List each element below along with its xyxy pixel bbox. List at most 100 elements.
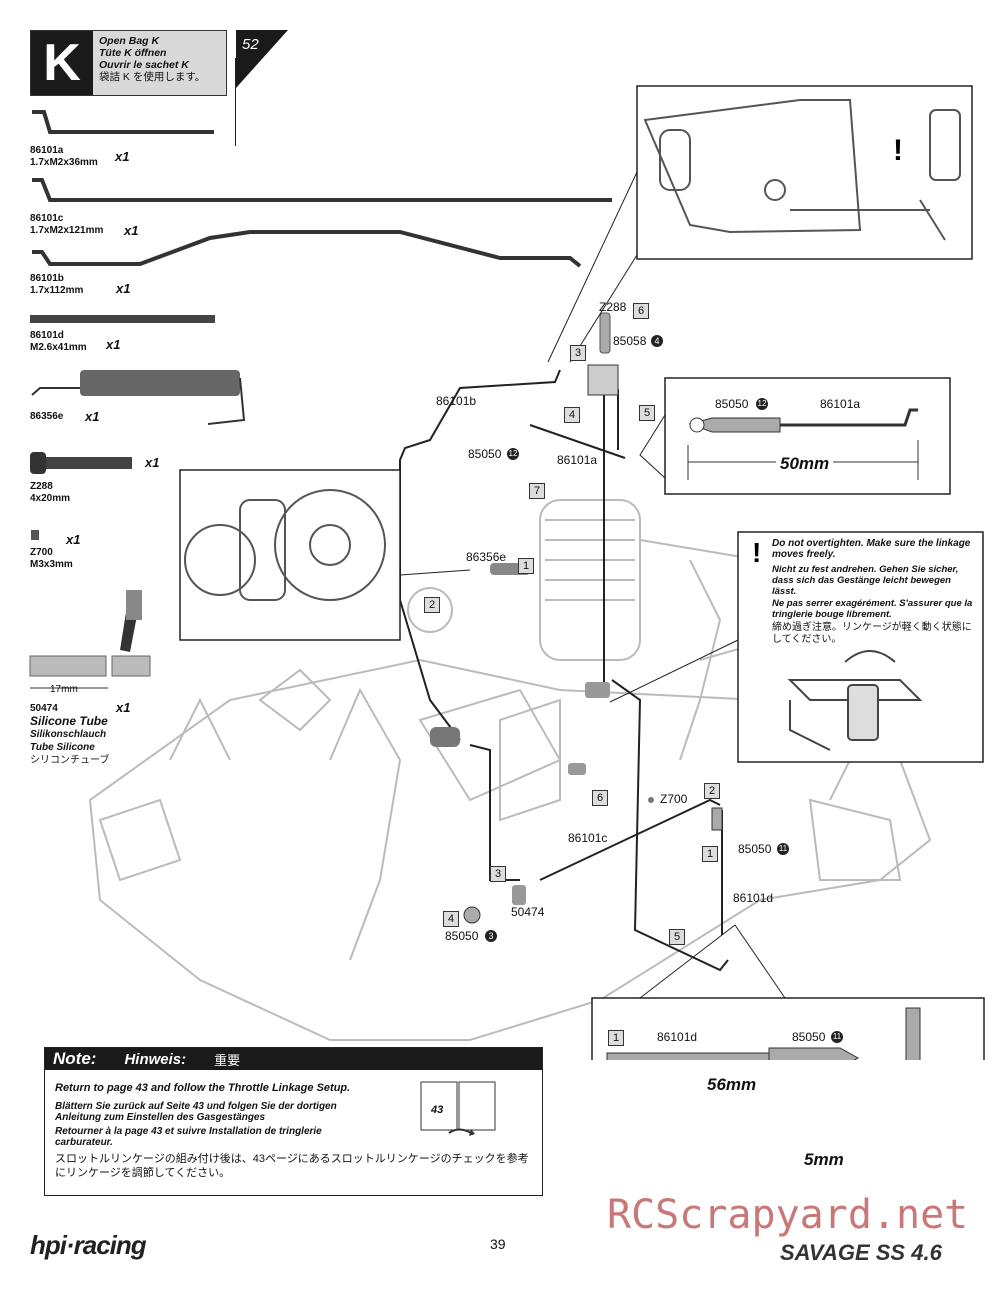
step-6-marker: 6 [592,790,608,806]
callout56-step: 1 [608,1030,624,1046]
divider [235,58,236,146]
part-qty: x1 [124,223,139,238]
tube-name-fr: Tube Silicone [30,742,95,753]
bag-line-de: Tüte K öffnen [99,47,167,59]
part-size: 4x20mm [30,493,71,504]
label-86101c: 86101c [568,831,608,845]
bag-header: K Open Bag K Tüte K öffnen Ouvrir le sac… [30,30,227,96]
part-code: 86101c [30,213,64,224]
step-6-marker: 6 [633,303,649,319]
part-code: 86101a [30,145,64,156]
part-qty: x1 [116,281,131,296]
callout-3-icon: 3 [485,930,497,942]
label-z288: Z288 [599,300,627,314]
bag-letter: K [31,31,93,95]
book-page-number: 43 [431,1104,444,1116]
callout-12-icon: 12 [756,398,768,410]
part-size: 1.7xM2x121mm [30,225,104,236]
part-86101a: 86101a 1.7xM2x36mm [30,145,98,169]
part-86101b: 86101b 1.7x112mm [30,273,83,297]
parts-drawings [29,110,612,689]
callout-11-icon: 11 [777,843,789,855]
note-title-en: Note: [53,1049,97,1068]
part-qty: x1 [106,337,121,352]
tube-length: 17mm [50,684,78,695]
warning-jp: 締め過ぎ注意。リンケージが軽く動く状態にしてください。 [772,622,972,645]
bag-line-jp: 袋詰 K を使用します。 [99,71,206,83]
callout56-dimension: 56mm [703,1075,761,1095]
part-z700: Z700 M3x3mm [30,547,73,571]
part-code: 86356e [30,411,64,422]
part-code: 86101d [30,330,64,341]
part-qty: x1 [66,532,81,547]
label-z700: Z700 [660,792,688,806]
step-1-marker: 1 [518,558,534,574]
part-code: 86101b [30,273,64,284]
product-logo: SAVAGE SS 4.6 [780,1240,942,1265]
bag-line-en: Open Bag K [99,35,160,47]
callout56-left-code: 86101d [657,1030,698,1044]
tube-name-jp: シリコンチューブ [30,755,110,766]
note-header: Note: Hinweis: 重要 [45,1048,542,1070]
callout56-right-code: 85050 [792,1030,826,1044]
step-number-tab: 52 [236,30,288,88]
step-5-marker: 5 [639,405,655,421]
callout50-dimension: 50mm [776,454,834,474]
warning-en: Do not overtighten. Make sure the linkag… [772,538,971,560]
part-86356e: 86356e [30,411,63,423]
note-fr: Retourner à la page 43 et suivre Install… [55,1126,322,1148]
label-85050-3: 85050 [445,929,479,943]
label-50474: 50474 [511,905,545,919]
note-jp: スロットルリンケージの組み付け後は、43ページにあるスロットルリンケージのチェッ… [55,1153,529,1179]
part-code: Z700 [30,547,53,558]
part-qty: x1 [145,455,160,470]
brand-logo: hpi·racing [30,1230,147,1260]
page-number: 39 [490,1236,506,1252]
svg-text:!: ! [893,134,903,167]
step-2-marker: 2 [704,783,720,799]
label-86356e: 86356e [466,550,507,564]
part-qty: x1 [116,700,131,715]
note-title-de: Hinweis: [124,1050,187,1068]
label-85058: 85058 [613,334,647,348]
bag-instructions: Open Bag K Tüte K öffnen Ouvrir le sache… [93,31,211,95]
step-7-marker: 7 [529,483,545,499]
note-box: Note: Hinweis: 重要 Return to page 43 and … [44,1047,543,1196]
step-1-marker: 1 [702,846,718,862]
step-3-marker: 3 [490,866,506,882]
callout56-dimension-5mm: 5mm [804,1150,844,1169]
warning-fr: Ne pas serrer exagérément. S'assurer que… [772,598,973,620]
label-85050-11: 85050 [738,842,772,856]
step-2-marker: 2 [424,597,440,613]
callout-4-icon: 4 [651,335,663,347]
part-size: M2.6x41mm [30,342,87,353]
step-3-marker: 3 [570,345,586,361]
svg-text:!: ! [752,537,761,568]
callout50-right-code: 86101a [820,397,861,411]
part-86101d: 86101d M2.6x41mm [30,330,87,354]
label-85050-12: 85050 [468,447,502,461]
note-en: Return to page 43 and follow the Throttl… [55,1082,351,1094]
part-qty: x1 [85,409,100,424]
tube-name-de: Silikonschlauch [30,729,107,740]
step-5-marker: 5 [669,929,685,945]
part-86101c: 86101c 1.7xM2x121mm [30,213,103,237]
note-title-jp: 重要 [214,1052,241,1068]
tube-name-en: Silicone Tube [30,714,108,728]
note-de: Blättern Sie zurück auf Seite 43 und fol… [55,1101,337,1123]
step-number: 52 [242,36,259,53]
assembly-diagram: ! ! [88,85,985,1060]
label-86101b: 86101b [436,394,477,408]
bag-line-fr: Ouvrir le sachet K [99,59,189,71]
part-qty: x1 [115,149,130,164]
callout-12-icon: 12 [507,448,519,460]
book-icon: 43 [419,1078,499,1138]
part-code: 50474 [30,703,58,714]
part-z288: Z288 4x20mm [30,481,70,505]
callout50-left-code: 85050 [715,397,749,411]
part-code: Z288 [30,481,53,492]
part-size: 1.7x112mm [30,285,84,296]
part-size: 1.7xM2x36mm [30,157,98,168]
step-4-marker: 4 [564,407,580,423]
warning-de: Nicht zu fest andrehen. Gehen Sie sicher… [772,564,959,597]
